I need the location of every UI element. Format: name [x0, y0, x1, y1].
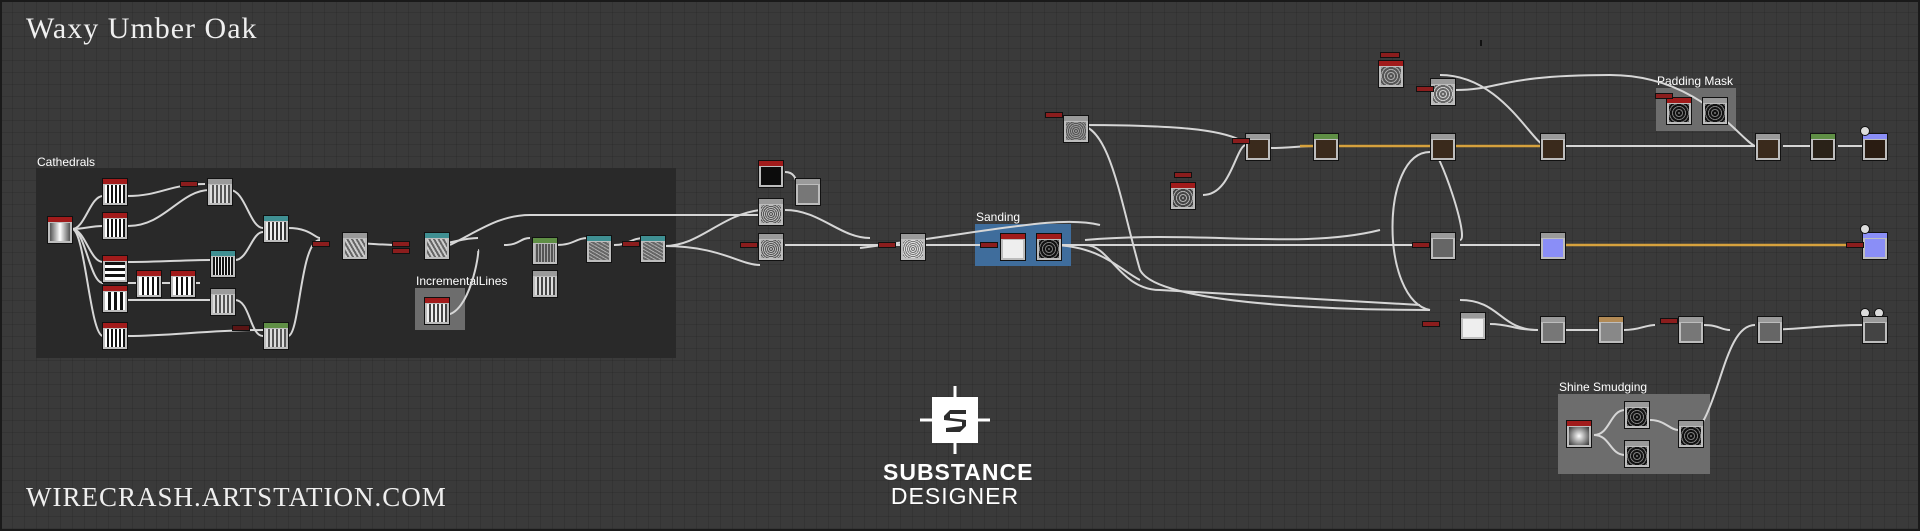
node-lower-white[interactable] [1460, 312, 1486, 340]
input-pin[interactable] [392, 241, 410, 247]
node-noise-4[interactable] [640, 235, 666, 263]
node-lower-grey-2[interactable] [1678, 316, 1704, 344]
node-noise-center-1[interactable] [758, 198, 784, 226]
node-noise-1[interactable] [532, 237, 558, 265]
node-blend-4[interactable] [263, 322, 289, 350]
node-blend-2[interactable] [210, 250, 236, 278]
node-brown-6[interactable] [1810, 133, 1836, 161]
node-noise-2[interactable] [532, 270, 558, 298]
input-pin[interactable] [1416, 86, 1434, 92]
frame-label-cathedrals: Cathedrals [37, 155, 96, 169]
node-tile-1[interactable] [136, 270, 162, 298]
frame-label-shine-smudging: Shine Smudging [1559, 380, 1648, 394]
input-pin[interactable] [1660, 318, 1678, 324]
node-warp-2[interactable] [424, 232, 450, 260]
node-noise-center-2[interactable] [758, 233, 784, 261]
node-shine-noise-2[interactable] [1624, 440, 1650, 468]
node-brown-5[interactable] [1755, 133, 1781, 161]
node-output-roughness[interactable] [1862, 316, 1888, 344]
node-padding-2[interactable] [1702, 97, 1728, 125]
input-pin[interactable] [312, 241, 330, 247]
node-blend-1[interactable] [207, 178, 233, 206]
node-brown-1[interactable] [1245, 133, 1271, 161]
node-grey-center[interactable] [795, 178, 821, 206]
input-pin[interactable] [740, 242, 758, 248]
node-output-basecolor[interactable] [1862, 133, 1888, 161]
node-noise-3[interactable] [586, 235, 612, 263]
node-sanding-white[interactable] [1000, 233, 1026, 261]
input-pin[interactable] [980, 242, 998, 248]
frame-label-sanding: Sanding [976, 210, 1021, 224]
node-mid-grey[interactable] [1430, 232, 1456, 260]
node-shine-gradient[interactable] [1566, 420, 1592, 448]
node-tile-2[interactable] [170, 270, 196, 298]
node-sanding-noise[interactable] [1036, 233, 1062, 261]
input-pin[interactable] [878, 242, 896, 248]
input-pin[interactable] [232, 325, 250, 331]
input-pin[interactable] [1480, 40, 1482, 46]
output-icon[interactable] [1860, 126, 1870, 136]
node-incremental-lines[interactable] [424, 297, 450, 325]
node-mid-blue[interactable] [1540, 232, 1566, 260]
logo-line-substance: SUBSTANCE [883, 459, 1034, 485]
input-pin[interactable] [1412, 242, 1430, 248]
node-black-mask[interactable] [758, 160, 784, 188]
node-stripes-4[interactable] [102, 285, 128, 313]
logo-line-designer: DESIGNER [890, 483, 1020, 509]
node-stripes-2[interactable] [102, 212, 128, 240]
frame-label-incremental-lines: IncrementalLines [416, 274, 508, 288]
graph-title: Waxy Umber Oak [26, 12, 258, 45]
node-brown-2[interactable] [1313, 133, 1339, 161]
output-icon[interactable] [1860, 224, 1870, 234]
input-pin[interactable] [1655, 93, 1673, 99]
node-top-noise-left[interactable] [1170, 182, 1196, 210]
node-lower-tan[interactable] [1598, 316, 1624, 344]
input-pin[interactable] [392, 248, 410, 254]
input-pin[interactable] [1846, 242, 1864, 248]
frame-label-padding-mask: Padding Mask [1657, 74, 1734, 88]
node-top-grey-1[interactable] [1063, 115, 1089, 143]
node-stripes-1[interactable] [102, 178, 128, 206]
input-pin[interactable] [1380, 52, 1400, 58]
input-pin[interactable] [180, 181, 198, 187]
node-top-grey-2[interactable] [1430, 78, 1456, 106]
node-shine-noise-1[interactable] [1624, 401, 1650, 429]
node-shine-noise-3[interactable] [1678, 420, 1704, 448]
node-blend-center[interactable] [900, 233, 926, 261]
input-pin[interactable] [622, 241, 640, 247]
watermark-url: WIRECRASH.ARTSTATION.COM [26, 482, 447, 512]
node-stripes-5[interactable] [102, 322, 128, 350]
frame-cathedrals[interactable] [36, 168, 676, 358]
node-lower-grey-3[interactable] [1757, 316, 1783, 344]
node-transform-1[interactable] [263, 215, 289, 243]
node-gradient[interactable] [47, 216, 73, 244]
node-brown-4[interactable] [1540, 133, 1566, 161]
input-pin[interactable] [1232, 138, 1250, 144]
node-stripes-3[interactable] [102, 255, 128, 283]
node-blend-3[interactable] [210, 288, 236, 316]
node-lower-grey-1[interactable] [1540, 316, 1566, 344]
substance-s-logo-icon [920, 386, 990, 454]
node-top-red[interactable] [1378, 60, 1404, 88]
node-padding-1[interactable] [1666, 97, 1692, 125]
input-pin[interactable] [1422, 321, 1440, 327]
node-warp-1[interactable] [342, 232, 368, 260]
substance-designer-logo: SUBSTANCE DESIGNER [883, 386, 1034, 509]
input-pin[interactable] [1045, 112, 1063, 118]
node-brown-3[interactable] [1430, 133, 1456, 161]
node-output-normal[interactable] [1862, 232, 1888, 260]
input-pin[interactable] [1174, 172, 1192, 178]
